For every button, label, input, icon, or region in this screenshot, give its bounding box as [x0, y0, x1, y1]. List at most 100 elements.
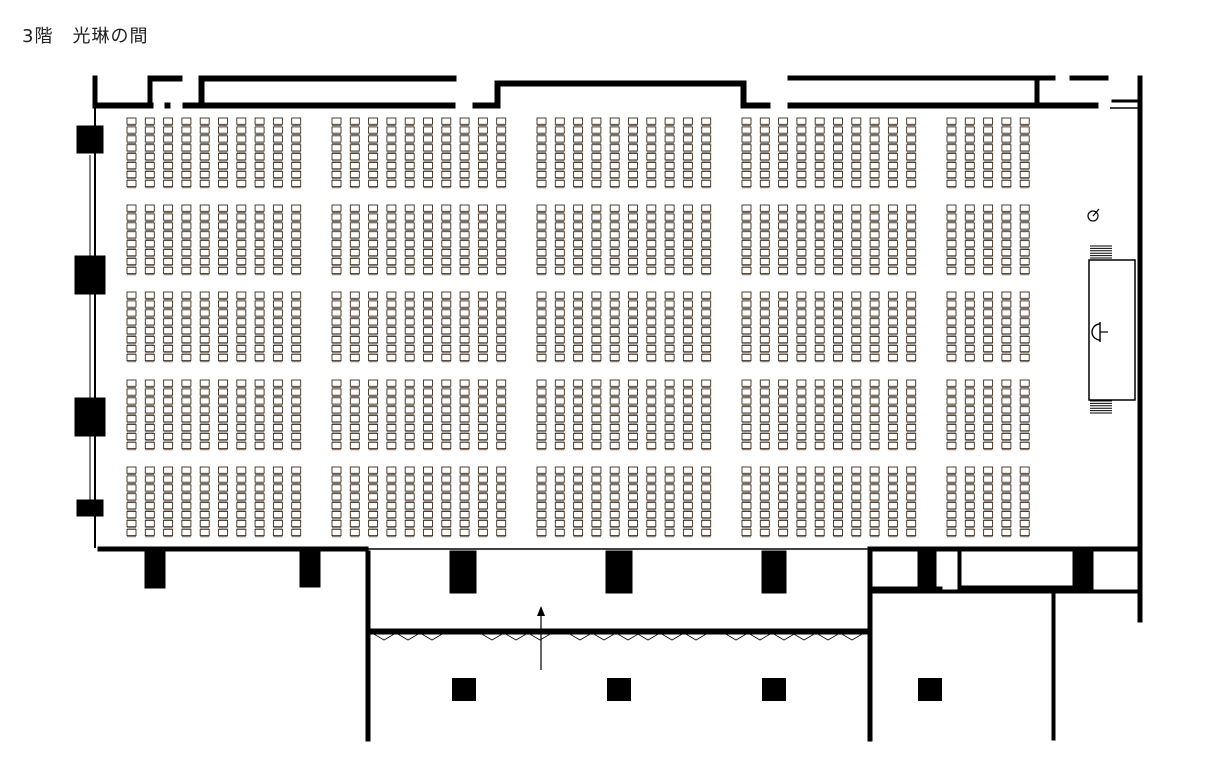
chair	[573, 424, 584, 432]
chair	[646, 466, 657, 474]
chair	[833, 213, 843, 221]
chair	[272, 257, 283, 266]
chair	[778, 179, 789, 188]
chair	[554, 511, 565, 519]
chair	[536, 344, 547, 353]
chair	[759, 135, 770, 143]
chair	[254, 204, 265, 212]
chair	[778, 406, 789, 414]
chair	[254, 153, 265, 161]
chair	[272, 424, 283, 432]
chair	[144, 327, 155, 335]
chair	[349, 153, 360, 161]
chair-block	[536, 291, 712, 363]
chair	[778, 222, 789, 230]
chair	[236, 441, 247, 450]
chair	[349, 511, 360, 519]
chair	[664, 327, 675, 335]
chair	[628, 204, 638, 212]
chair	[126, 126, 137, 134]
chair	[181, 475, 192, 483]
chair	[628, 379, 638, 387]
chair	[349, 484, 360, 492]
chair	[236, 153, 247, 161]
chair	[496, 432, 507, 441]
chair	[349, 170, 360, 179]
chair	[1019, 327, 1030, 335]
chair	[759, 291, 770, 299]
chair	[646, 213, 657, 221]
chair	[701, 153, 712, 161]
chair	[964, 318, 975, 326]
chair	[964, 300, 975, 308]
chair	[386, 475, 397, 483]
chair	[126, 528, 137, 537]
chair	[701, 231, 712, 239]
chair	[609, 432, 620, 441]
chair	[664, 336, 675, 344]
chair	[664, 511, 675, 519]
chair	[682, 170, 693, 179]
chair	[682, 388, 693, 396]
chair	[386, 170, 397, 179]
wall-segment	[365, 550, 371, 742]
chair	[628, 291, 638, 299]
chair	[851, 153, 862, 161]
chair	[682, 519, 693, 528]
chair	[833, 300, 843, 308]
chair	[869, 257, 880, 266]
chair	[477, 162, 488, 170]
chair	[628, 511, 638, 519]
chair	[218, 466, 228, 474]
chair	[851, 300, 862, 308]
chair	[199, 135, 210, 143]
chair	[423, 213, 433, 221]
chair	[368, 511, 379, 519]
chair	[368, 397, 379, 405]
chair	[946, 126, 957, 134]
chair	[331, 257, 342, 266]
chair	[536, 406, 547, 414]
chair	[181, 300, 192, 308]
chair	[682, 397, 693, 405]
chair	[796, 466, 807, 474]
chair	[554, 424, 565, 432]
chair	[199, 327, 210, 335]
chair	[218, 424, 228, 432]
chair	[291, 484, 302, 492]
chair	[628, 388, 638, 396]
chair	[628, 117, 638, 125]
chair	[496, 240, 507, 248]
chair	[199, 528, 210, 537]
chair	[349, 126, 360, 134]
chair	[218, 117, 228, 125]
chair	[554, 204, 565, 212]
chair	[887, 528, 898, 537]
chair	[701, 432, 712, 441]
chair	[646, 300, 657, 308]
chair	[199, 397, 210, 405]
chair	[609, 519, 620, 528]
chair	[441, 528, 452, 537]
chair	[609, 135, 620, 143]
wall-segment	[147, 75, 153, 107]
chair	[441, 424, 452, 432]
chair	[218, 135, 228, 143]
chair	[906, 213, 917, 221]
chair	[423, 397, 433, 405]
chair	[983, 475, 994, 483]
chair	[664, 213, 675, 221]
chair	[964, 117, 975, 125]
chair	[887, 519, 898, 528]
chair	[851, 179, 862, 188]
chair	[741, 257, 752, 266]
chair	[887, 249, 898, 257]
chair	[591, 162, 602, 170]
chair	[404, 266, 415, 275]
chair	[833, 336, 843, 344]
chair	[404, 397, 415, 405]
chair	[833, 327, 843, 335]
chair	[906, 135, 917, 143]
chair	[701, 291, 712, 299]
chair	[126, 424, 137, 432]
